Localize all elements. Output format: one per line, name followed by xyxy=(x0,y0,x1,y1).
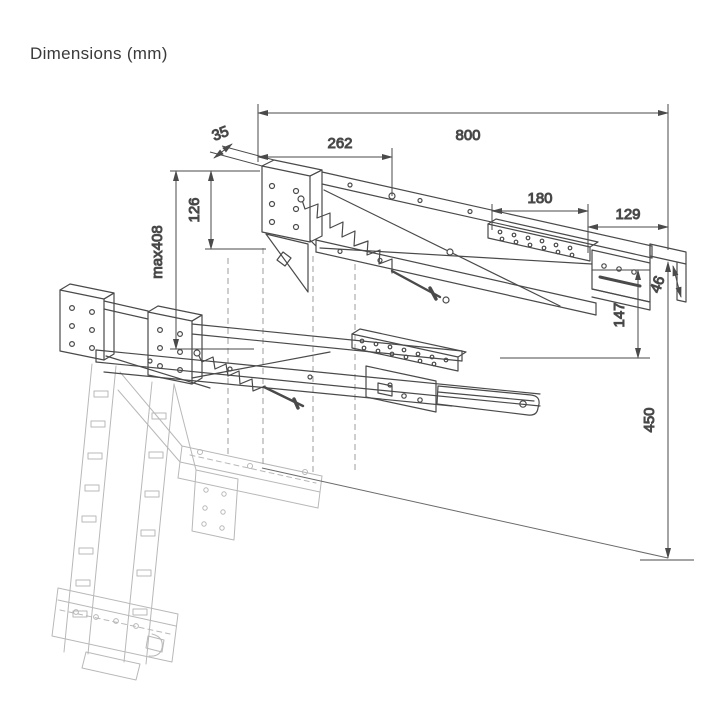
dimension-129: 129 xyxy=(587,206,669,230)
dimension-450: 450 xyxy=(640,261,694,561)
dimension-label-max408: max408 xyxy=(149,225,166,278)
dimension-46: 46 xyxy=(646,265,682,298)
dimension-800: 800 xyxy=(257,104,669,250)
page-title: Dimensions (mm) xyxy=(30,44,168,63)
dimension-label-147: 147 xyxy=(611,302,628,327)
panel-bottom-edge xyxy=(261,467,669,559)
dimension-label-180: 180 xyxy=(527,190,552,207)
mechanism-lower xyxy=(59,283,541,416)
dimension-262: 262 xyxy=(257,135,393,196)
phantom-folded-position xyxy=(51,363,323,681)
dimension-label-129: 129 xyxy=(615,206,640,223)
dimension-35: 35 xyxy=(209,122,275,167)
dimension-label-126: 126 xyxy=(186,197,203,222)
dimension-label-450: 450 xyxy=(641,407,658,432)
dimension-180: 180 xyxy=(491,190,589,253)
dimension-126: 126 xyxy=(170,170,266,250)
dimension-max408: max408 xyxy=(149,170,254,350)
dimension-annotations: 800 262 35 126 max xyxy=(149,104,694,561)
dimension-147: 147 xyxy=(500,269,650,359)
dimension-label-800: 800 xyxy=(455,127,480,144)
projection-lines xyxy=(227,248,356,472)
dimension-label-46: 46 xyxy=(647,274,669,295)
dimension-label-262: 262 xyxy=(327,135,352,152)
dimension-label-35: 35 xyxy=(210,123,232,145)
mechanism-upper xyxy=(261,159,687,316)
